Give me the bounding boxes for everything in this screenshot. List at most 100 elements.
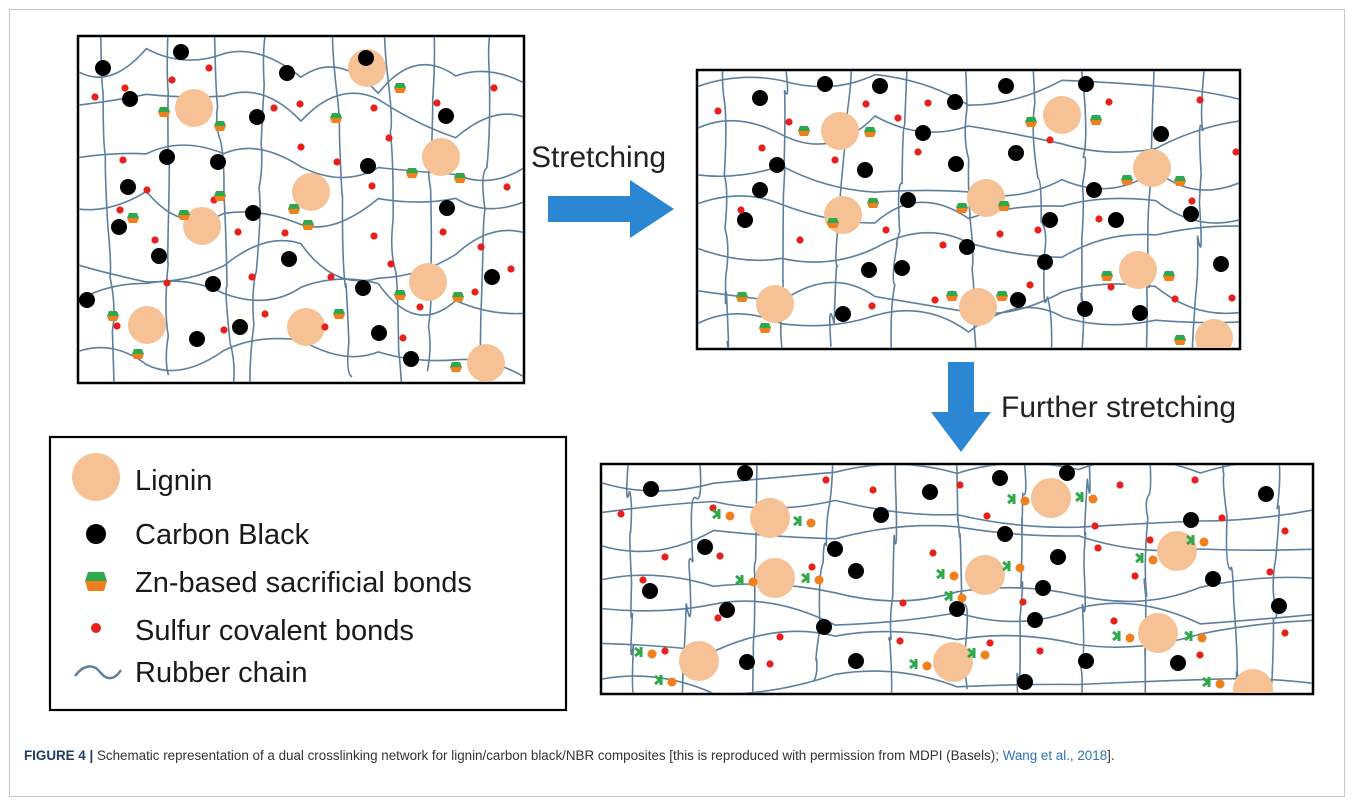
sulfur-bond [116,206,124,214]
carbon-black-particle [1037,254,1053,270]
lignin-particle [965,555,1005,595]
lignin-particle [756,285,794,323]
carbon-black-particle [403,351,419,367]
zn-bond-orange [132,354,144,359]
sulfur-bond [477,243,485,251]
lignin-particle [175,89,213,127]
rubber-chain [426,37,436,372]
zn-bond-green [1002,560,1011,572]
zn-bond-green [1121,175,1133,180]
carbon-black-particle [949,601,965,617]
zn-bond-green [1075,491,1084,503]
zn-bond-green [1025,117,1037,122]
zn-bond-green [454,173,466,178]
sulfur-bond [1232,148,1239,156]
sulfur-bond [896,637,904,645]
carbon-black-particle [816,619,832,635]
zn-bond-green [1202,676,1211,688]
zn-bond-green [394,290,406,295]
zn-bond-orange [798,131,810,136]
rubber-chain-swatch-icon [74,665,123,680]
carbon-black-particle [737,465,753,481]
lignin-particle [1133,149,1171,187]
carbon-black-particle [922,484,938,500]
rubber-chain [698,73,1239,107]
citation-link[interactable]: Wang et al., 2018 [1002,748,1108,763]
sulfur-bond [163,279,171,287]
zn-bond-green [107,311,119,316]
carbon-black-particle [159,149,175,165]
zn-bond-green [1101,271,1113,276]
zn-bond-green [798,126,810,131]
lignin-particle [933,642,973,682]
legend-item-zn-bonds: Zn-based sacrificial bonds [85,567,472,599]
zn-bond-green [132,349,144,354]
carbon-black-particle [719,602,735,618]
carbon-black-particle [371,325,387,341]
sulfur-bond [1171,295,1179,303]
carbon-black-particle [947,94,963,110]
zn-bond-green [1135,552,1144,564]
lignin-particle [292,173,330,211]
sulfur-bond [808,563,816,571]
zn-bond-green [712,508,721,520]
zn-bond-green [909,658,918,670]
rubber-chain [79,229,523,283]
sulfur-bond [931,296,939,304]
carbon-black-particle [245,205,261,221]
sulfur-bond [1019,598,1027,606]
figure-label: FIGURE 4 | [24,748,94,763]
zn-bond-orange [725,511,735,521]
rubber-chain [812,465,834,682]
carbon-black-particle [355,280,371,296]
zn-bond-orange [748,577,758,587]
carbon-black-swatch-icon [86,524,106,544]
carbon-black-particle [873,507,889,523]
carbon-black-particle [848,563,864,579]
carbon-black-particle [827,541,843,557]
zn-bond-green [1184,630,1193,642]
zn-bond-green [1174,335,1186,340]
lignin-particle [679,641,719,681]
carbon-black-particle [205,276,221,292]
carbon-black-particle [1183,512,1199,528]
sulfur-bond [831,156,839,164]
sulfur-bond [1188,197,1196,205]
sulfur-bond [270,104,278,112]
carbon-black-particle [120,179,136,195]
zn-bond-green [1186,534,1195,546]
sulfur-bond [1105,98,1113,106]
legend-label-sulfur-bonds: Sulfur covalent bonds [135,615,414,647]
carbon-black-particle [997,526,1013,542]
rubber-chain [383,37,403,382]
lignin-particle [128,306,166,344]
carbon-black-particle [948,156,964,172]
zn-bond-orange [957,593,967,603]
carbon-black-particle [360,158,376,174]
sulfur-bond [862,100,870,108]
zn-bond-green [793,515,802,527]
sulfur-bond [716,552,724,560]
zn-bond-green [998,201,1010,206]
lignin-particle [1031,478,1071,518]
sulfur-bond-swatch-icon [91,623,101,633]
zn-bond-green [330,113,342,118]
carbon-black-particle [79,292,95,308]
zn-bond-green [452,292,464,297]
zn-bond-green [944,590,953,602]
carbon-black-particle [249,109,265,125]
carbon-black-particle [210,154,226,170]
lignin-particle [821,112,859,150]
lignin-particle [967,179,1005,217]
rubber-chain [165,37,171,376]
lignin-particle [183,207,221,245]
zn-bond-green [288,204,300,209]
rubber-chain-network [79,37,523,382]
rubber-chain [79,91,523,139]
sulfur-bond [1046,136,1054,144]
lignin-particle [1119,251,1157,289]
rubber-chain [100,37,115,382]
sulfur-bond [996,230,1004,238]
carbon-black-particle [279,65,295,81]
zn-bond-orange [1215,679,1225,689]
